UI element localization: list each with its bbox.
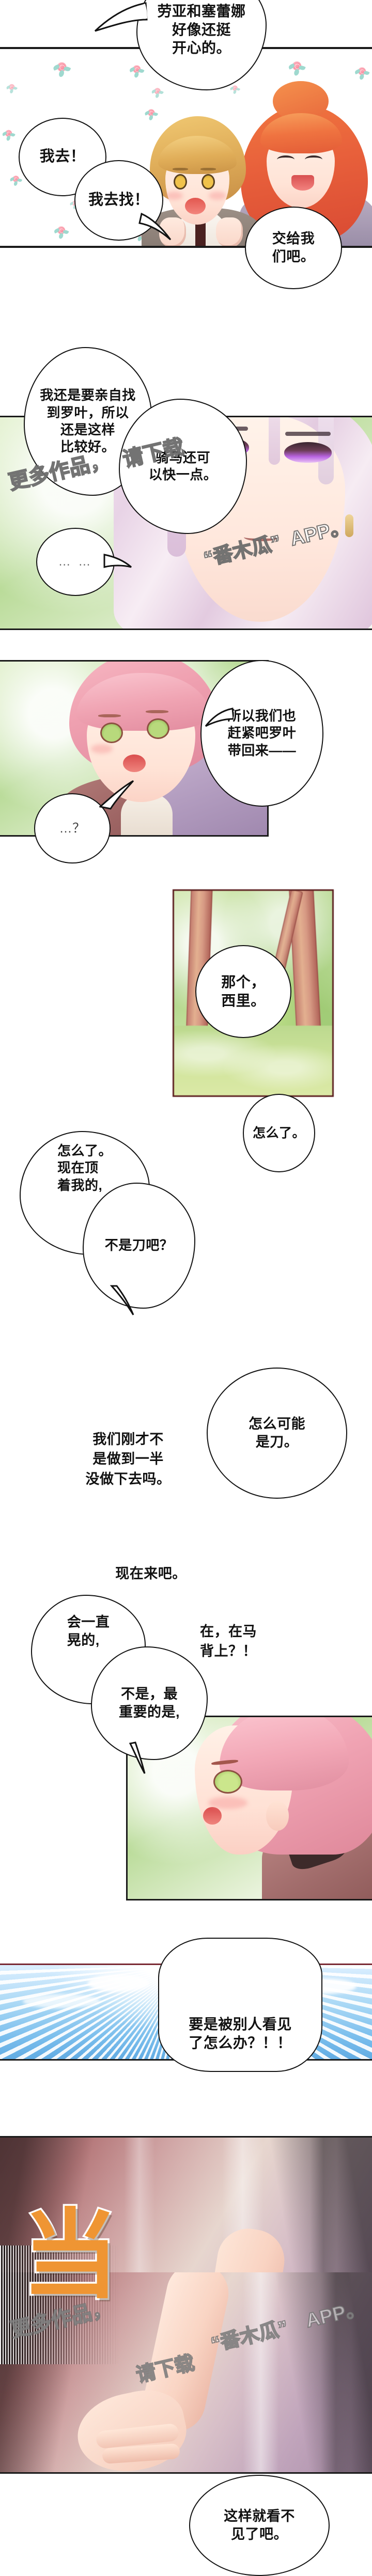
pink-boy-brow-left — [98, 714, 121, 717]
bubble-text: 交给我 们吧。 — [272, 231, 315, 264]
blond-boy-blush-right — [209, 192, 226, 200]
blond-boy-brow-left — [173, 168, 188, 170]
rose-decor-icon — [288, 60, 306, 76]
bubble-now-cant-see: 这样就看不 见了吧。 — [189, 2475, 330, 2576]
pink-boy-mouth — [123, 755, 146, 772]
bubble-that-xili: 那个， 西里。 — [195, 945, 291, 1038]
rose-decor-icon — [129, 64, 145, 78]
bubble-tail — [103, 552, 132, 572]
red-girl-fringe — [260, 113, 342, 153]
bubble-tail — [92, 0, 149, 38]
bubble-text: 那个， 西里。 — [221, 974, 266, 1009]
pink-boy-side-mouth — [203, 1807, 222, 1825]
blond-boy-mouth — [185, 198, 206, 214]
silver-girl-eye-right — [284, 442, 332, 463]
bubble-i-go: 我去！ — [19, 118, 106, 196]
bubble-is-that-a-knife: 不是刀吧？ — [83, 1183, 195, 1309]
red-girl-eye-right — [305, 155, 322, 164]
bubble-text: 我去！ — [39, 148, 86, 165]
bubble-whats-wrong-small: 怎么了。 — [243, 1094, 315, 1172]
bubble-text: …？ — [59, 821, 86, 836]
bubble-text: 不是刀吧？ — [104, 1237, 174, 1253]
bubble-text: 会一直 晃的, — [67, 1614, 110, 1648]
rose-decor-icon — [229, 85, 241, 95]
impact-speed-lines — [0, 2245, 119, 2364]
bubble-text: 劳亚和塞蕾娜 好像还挺 开心的。 — [157, 3, 246, 56]
red-girl-eye-left — [277, 155, 295, 164]
bubble-tail — [205, 705, 234, 729]
cloud-shape — [88, 1974, 150, 1992]
bubble-text: 怎么了。 现在顶 着我的, — [57, 1143, 112, 1193]
narration-come-now: 现在来吧。 — [115, 1566, 187, 1581]
pink-boy-side-eye — [213, 1770, 242, 1794]
bubble-bring-luoye-back: 所以我们也 赶紧吧罗叶 带回来—— — [200, 660, 323, 807]
rose-decor-icon — [6, 83, 18, 94]
narration-didnt-finish-halfway: 我们刚才不 是做到一半 没做下去吗。 — [85, 1432, 171, 1487]
silver-girl-hair-strand — [269, 417, 280, 465]
red-girl-mouth — [291, 175, 314, 191]
pink-boy-blush — [91, 744, 113, 753]
cloth-fold — [320, 2272, 351, 2472]
cloth-fold — [243, 2272, 279, 2472]
rose-decor-icon — [52, 61, 71, 77]
bubble-leave-it-to-us: 交给我 们吧。 — [245, 207, 342, 289]
bubble-what-if-seen: 要是被别人看见 了怎么办？！！ — [158, 1938, 322, 2072]
panel-pink-boy-side-closeup — [126, 1716, 372, 1900]
narration-on-horseback: 在，在马 背上？！ — [200, 1624, 257, 1659]
bubble-text: 我还是要亲自找 到罗叶，所以 还是这样 比较好。 — [40, 387, 136, 455]
bubble-tail — [99, 780, 134, 810]
pink-boy-eye-right — [147, 718, 169, 739]
bubble-text: 怎么可能 是刀。 — [249, 1416, 305, 1450]
bubble-horse-is-faster: 骑马还可 以快一点。 — [119, 399, 247, 534]
bubble-text: 要是被别人看见 了怎么办？！！ — [189, 2016, 292, 2051]
bubble-i-go-find: 我去找！ — [74, 160, 163, 241]
bubble-text: 骑马还可 以快一点。 — [148, 449, 218, 482]
blond-boy-figure — [142, 116, 261, 246]
bubble-text: … … — [58, 554, 93, 569]
rose-decor-icon — [354, 66, 370, 80]
blond-boy-brow-right — [200, 168, 216, 170]
bubble-text: 所以我们也 赶紧吧罗叶 带回来—— — [227, 708, 297, 758]
bubble-text: 我去找！ — [88, 192, 149, 209]
silver-girl-mouth — [244, 533, 279, 541]
pink-boy-side-ear — [266, 1801, 289, 1831]
bubble-tail — [110, 1284, 143, 1316]
bubble-no-most-important: 不是，最 重要的是, — [91, 1646, 208, 1760]
rose-decor-icon — [53, 225, 69, 239]
bubble-tail — [128, 1741, 159, 1774]
bubble-text: 不是，最 重要的是, — [118, 1686, 180, 1720]
silver-girl-brow-right — [285, 432, 331, 436]
bubble-how-could-be-knife: 怎么可能 是刀。 — [207, 1368, 347, 1499]
blond-boy-blush-left — [165, 192, 183, 200]
blond-boy-fist-right — [216, 217, 243, 246]
pink-boy-side-figure — [179, 1717, 372, 1899]
rose-decor-icon — [9, 175, 23, 186]
pink-boy-eye-left — [100, 722, 123, 743]
bubble-text: 怎么了。 — [252, 1126, 305, 1140]
rose-decor-icon — [151, 87, 164, 99]
cloud-shape — [23, 1994, 100, 2008]
rose-decor-icon — [2, 129, 16, 142]
pink-boy-brow-right — [146, 710, 168, 713]
pink-boy-side-blush — [208, 1797, 247, 1809]
rose-decor-icon — [144, 108, 159, 121]
sfx-dang: 当 — [20, 2201, 121, 2310]
bubble-ellipsis-dots: … … — [36, 528, 115, 596]
forest-leaf-litter — [174, 1026, 332, 1095]
blond-boy-eye-right — [202, 174, 215, 190]
silver-girl-earring — [345, 514, 353, 537]
bubble-tail — [138, 211, 175, 243]
bubble-question-dots: …？ — [34, 793, 111, 863]
blond-boy-eye-left — [174, 174, 187, 190]
